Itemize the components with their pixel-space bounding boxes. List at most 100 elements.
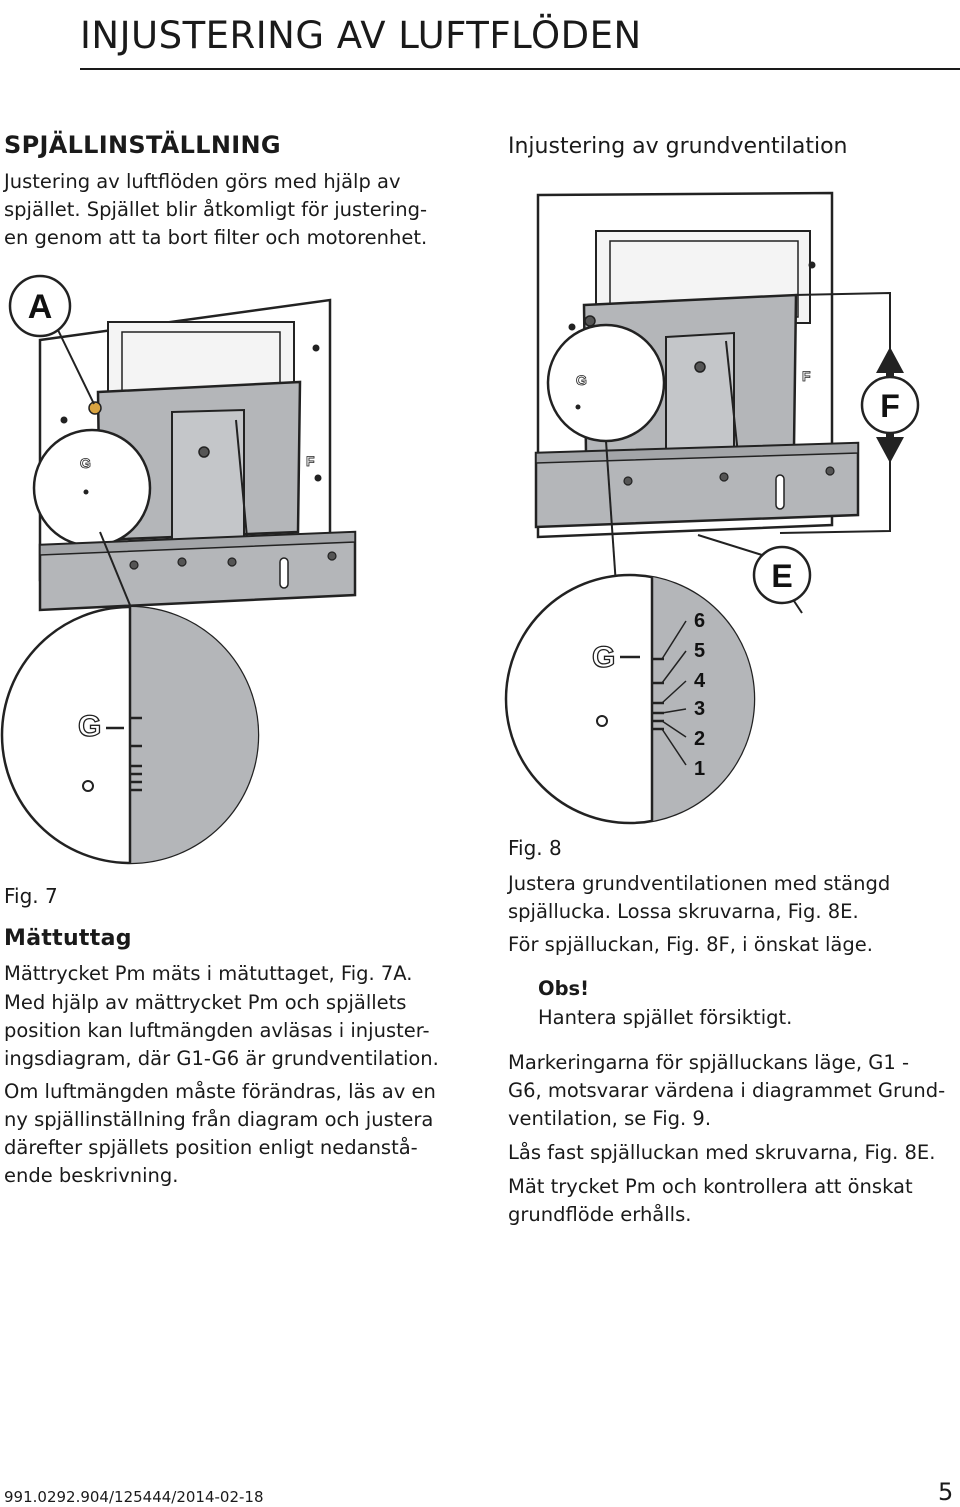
slot-icon <box>279 557 289 589</box>
large-mark-g-label: G <box>78 710 101 743</box>
para-line: Om luftmängden måste förändras, läs av e… <box>4 1080 436 1103</box>
right-paragraph-2: För spjälluckan, Fig. 8F, i önskat läge. <box>508 933 873 956</box>
screw-hole-icon <box>82 780 94 792</box>
intro-line: spjället. Spjället blir åtkomligt för ju… <box>4 198 427 221</box>
scale-number-4: 4 <box>694 670 706 692</box>
intro-line: en genom att ta bort filter och motorenh… <box>4 226 428 249</box>
callout-e-leader <box>697 534 763 556</box>
figure-8-illustration: G F F E G 6 5 4 3 2 1 <box>504 191 920 825</box>
screw-icon <box>60 416 68 424</box>
para-line: spjällucka. Lossa skruvarna, Fig. 8E. <box>508 900 859 923</box>
arrow-up-icon <box>876 347 904 373</box>
detail-circle <box>546 323 666 443</box>
para-line: Mät trycket Pm och kontrollera att önska… <box>508 1175 913 1198</box>
mark-f-label: F <box>306 453 315 469</box>
callout-a-icon <box>8 274 72 338</box>
screw-icon <box>83 489 89 495</box>
para-line: ny spjällinställning från diagram och ju… <box>4 1108 434 1131</box>
screw-icon <box>314 474 322 482</box>
right-paragraph-1: Justera grundventilationen med stängd sp… <box>508 870 890 926</box>
screw-hole-icon <box>596 715 608 727</box>
mark-g-label: G <box>576 372 587 388</box>
slot-icon <box>775 474 785 510</box>
scale-number-1: 1 <box>694 758 705 780</box>
scale-number-5: 5 <box>694 640 705 662</box>
screw-icon <box>623 476 633 486</box>
callout-f-icon <box>860 375 920 435</box>
damper-slide-plate <box>665 331 735 459</box>
slide-rod <box>235 419 249 549</box>
para-line: Markeringarna för spjälluckans läge, G1 … <box>508 1051 910 1074</box>
page-title: INJUSTERING AV LUFTFLÖDEN <box>80 14 642 57</box>
screw-icon <box>568 323 576 331</box>
scale-number-6: 6 <box>694 610 705 632</box>
figure-7-illustration: G F A G <box>0 274 357 865</box>
footer-doc-id: 991.0292.904/125444/2014-02-18 <box>4 1488 264 1506</box>
scale-leader <box>661 708 687 714</box>
para-line: G6, motsvarar värdena i diagrammet Grund… <box>508 1079 946 1102</box>
figure-8-caption: Injustering av grundventilation <box>508 134 848 159</box>
right-paragraph-5: Mät trycket Pm och kontrollera att önska… <box>508 1173 913 1229</box>
scale-leader <box>661 680 687 704</box>
scale-leader <box>661 728 687 766</box>
callout-e-tick <box>793 600 803 614</box>
screw-icon <box>312 344 320 352</box>
screw-icon <box>198 446 210 458</box>
screw-icon <box>575 404 581 410</box>
damper-slide-plate <box>171 408 245 544</box>
scale-leader <box>661 620 687 660</box>
callout-f-label: F <box>880 388 900 424</box>
damper-edge-detail <box>650 575 754 823</box>
para-line: därefter spjällets position enligt nedan… <box>4 1136 418 1159</box>
detail-circle <box>32 428 152 548</box>
note-title: Obs! <box>538 977 590 1000</box>
scale-leader <box>661 650 687 684</box>
callout-a-leader <box>57 329 95 405</box>
scale-leader <box>661 720 687 738</box>
arrow-down-icon <box>876 437 904 463</box>
screw-icon <box>129 560 139 570</box>
screw-icon <box>719 472 729 482</box>
figure-7-label: Fig. 7 <box>4 884 58 908</box>
mark-g-label: G <box>80 455 91 471</box>
page-number: 5 <box>938 1478 954 1506</box>
para-line: ventilation, se Fig. 9. <box>508 1107 712 1130</box>
detail-leader <box>605 440 617 586</box>
right-paragraph-3: Markeringarna för spjälluckans läge, G1 … <box>508 1049 945 1133</box>
front-box-top-edge <box>39 531 356 556</box>
screw-icon <box>227 557 237 567</box>
screw-icon <box>808 261 816 269</box>
paragraph-3: Om luftmängden måste förändras, läs av e… <box>4 1078 436 1190</box>
right-paragraph-4: Lås fast spjälluckan med skruvarna, Fig.… <box>508 1141 936 1164</box>
paragraph-1: Mättrycket Pm mäts i mätuttaget, Fig. 7A… <box>4 962 413 985</box>
para-line: ingsdiagram, där G1-G6 är grundventilati… <box>4 1047 439 1070</box>
scale-number-2: 2 <box>694 728 705 750</box>
callout-a-label: A <box>28 288 53 326</box>
para-line: Med hjälp av mättrycket Pm och spjällets <box>4 991 407 1014</box>
subheading-mattuttag: Mättuttag <box>4 926 132 951</box>
measuring-port-icon <box>88 401 102 415</box>
title-rule <box>80 68 960 70</box>
note-text: Hantera spjället försiktigt. <box>538 1006 793 1029</box>
screw-icon <box>584 315 596 327</box>
section-heading: SPJÄLLINSTÄLLNING <box>4 131 281 159</box>
large-mark-g-label: G <box>592 641 615 674</box>
front-box-top-edge <box>535 442 859 464</box>
figure-8-label: Fig. 8 <box>508 836 562 860</box>
intro-text: Justering av luftflöden görs med hjälp a… <box>4 168 427 252</box>
paragraph-2: Med hjälp av mättrycket Pm och spjällets… <box>4 989 439 1073</box>
detail-leader <box>99 531 133 611</box>
mark-f-label: F <box>802 368 811 384</box>
para-line: Justera grundventilationen med stängd <box>508 872 891 895</box>
para-line: position kan luftmängden avläsas i injus… <box>4 1019 430 1042</box>
screw-icon <box>327 551 337 561</box>
scale-number-3: 3 <box>694 698 705 720</box>
screw-icon <box>694 361 706 373</box>
para-line: grundflöde erhålls. <box>508 1203 692 1226</box>
para-line: ende beskrivning. <box>4 1164 179 1187</box>
intro-line: Justering av luftflöden görs med hjälp a… <box>4 170 401 193</box>
damper-edge-detail <box>128 607 258 863</box>
callout-e-label: E <box>771 558 792 594</box>
screw-icon <box>177 557 187 567</box>
screw-icon <box>825 466 835 476</box>
